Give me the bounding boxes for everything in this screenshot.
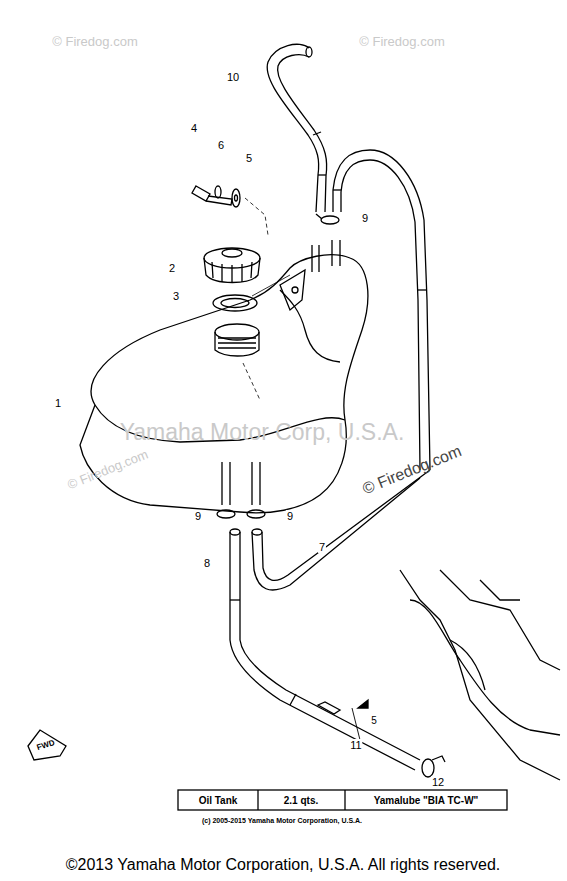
copyright-note: ©2013 Yamaha Motor Corporation, U.S.A. A…	[66, 856, 501, 874]
direction-arrow-label: FWD	[36, 739, 56, 753]
callout-number: 3	[172, 290, 180, 302]
table-cell: 2.1 qts.	[284, 795, 318, 806]
watermark: © Firedog.com	[359, 35, 444, 49]
callout-number: 9	[194, 510, 202, 522]
watermark: © Firedog.com	[52, 35, 137, 49]
watermark: © Firedog.com	[360, 442, 464, 498]
callout-number: 4	[190, 122, 198, 134]
watermark: © Firedog.com	[66, 447, 151, 492]
callout-number: 12	[431, 776, 445, 788]
callout-number: 9	[286, 510, 294, 522]
callout-number: 9	[361, 212, 369, 224]
table-cell: Yamalube "BIA TC-W"	[374, 795, 479, 806]
callout-number: 11	[349, 739, 362, 751]
table-cell: Oil Tank	[199, 795, 238, 806]
callout-number: 1	[54, 397, 62, 409]
watermark: Yamaha Motor Corp, U.S.A.	[120, 420, 405, 445]
callout-number: 6	[217, 139, 225, 151]
callout-number: 8	[203, 557, 211, 569]
callout-number: 5	[245, 152, 253, 164]
callout-number: 5	[370, 715, 378, 726]
table-cell: (c) 2005-2015 Yamaha Motor Corporation, …	[202, 817, 362, 825]
callout-number: 7	[318, 541, 326, 553]
callout-number: 2	[168, 262, 176, 274]
callout-number: 10	[226, 71, 240, 83]
